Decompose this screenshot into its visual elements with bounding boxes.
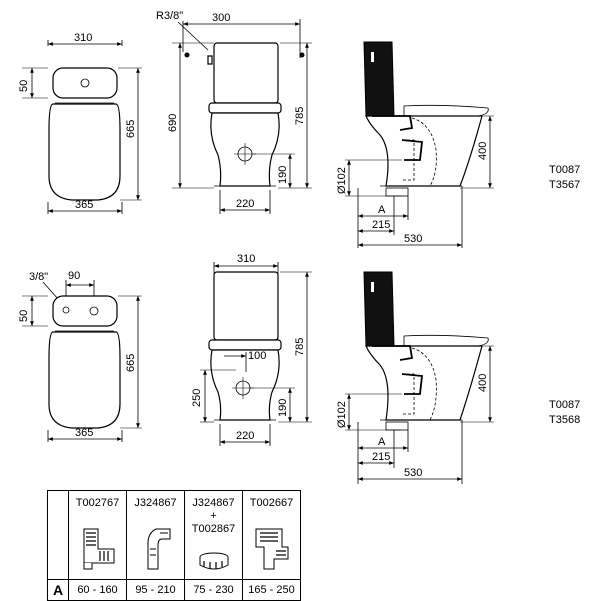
connector-cell: J324867 + T002867 — [184, 490, 243, 580]
flexible-connector-long-icon — [255, 528, 289, 570]
front-top-outlet-height: 190 — [277, 166, 289, 184]
connector-cell: T002767 — [68, 490, 127, 580]
front-bottom-inlet-offset: 100 — [248, 350, 266, 362]
pan-connector-table: T002767 J324867 J324867 + T002867 — [47, 490, 301, 601]
plan-top-width-bottom: 365 — [75, 199, 93, 211]
range-cell: 75 - 230 — [184, 579, 243, 601]
product-codes-bottom: T0087 T3568 — [549, 398, 580, 428]
front-bottom-height-right: 785 — [294, 338, 306, 356]
row-label-a: A — [47, 579, 69, 601]
plan-view-top: 310 50 665 365 — [18, 32, 142, 214]
side-top-seat-height: 400 — [477, 142, 489, 160]
side-top-depth: 530 — [404, 233, 422, 245]
table-row: A 60 - 160 95 - 210 75 - 230 165 - 250 — [47, 579, 301, 601]
product-code: T0087 — [549, 164, 581, 176]
front-top-inlet-width: 300 — [212, 12, 230, 24]
side-bottom-adj-label: A — [378, 436, 386, 448]
connector-code: T002667 — [249, 497, 294, 509]
front-top-height-right: 785 — [294, 107, 306, 125]
range-cell: 60 - 160 — [68, 579, 127, 601]
connector-code: J324867 + T002867 — [191, 497, 236, 535]
front-bottom-width-top: 310 — [237, 253, 255, 265]
plan-bottom-width-bottom: 365 — [75, 427, 93, 439]
connector-cell: J324867 — [126, 490, 185, 580]
plan-top-length: 665 — [125, 120, 137, 138]
plan-bottom-inlet-offset: 90 — [68, 270, 80, 282]
product-code: T0087 — [549, 399, 581, 411]
table-row: T002767 J324867 J324867 + T002867 — [47, 490, 301, 580]
flexible-connector-icon — [83, 528, 115, 570]
front-top-base-width: 220 — [236, 198, 254, 210]
plan-top-tank-depth: 50 — [18, 80, 30, 92]
connector-code: T002767 — [75, 497, 120, 509]
product-codes-top: T0087 T3567 — [549, 163, 580, 193]
front-bottom-outlet-height: 190 — [277, 399, 289, 417]
side-view-bottom: Ø102 400 A 215 530 — [336, 271, 494, 484]
side-bottom-depth: 530 — [404, 467, 422, 479]
side-top-adj-label: A — [378, 204, 386, 216]
range-cell: 95 - 210 — [126, 579, 185, 601]
plan-bottom-inlet-label: 3/8" — [29, 271, 48, 283]
side-view-top: Ø102 400 A 215 530 — [336, 41, 494, 248]
side-top-offset: 215 — [372, 219, 390, 231]
side-top-outlet-diameter: Ø102 — [336, 167, 348, 194]
front-view-bottom: 310 100 250 785 190 220 — [191, 253, 312, 446]
side-bottom-outlet-diameter: Ø102 — [336, 401, 348, 428]
side-bottom-offset: 215 — [372, 451, 390, 463]
bend-connector-icon — [147, 528, 171, 570]
connector-cell: T002667 — [242, 490, 301, 580]
product-code: T3567 — [549, 179, 581, 191]
plan-view-bottom: 3/8" 90 50 665 365 — [18, 270, 142, 442]
front-bottom-inlet-height: 250 — [191, 389, 203, 407]
front-view-top: R3/8" 300 690 785 190 220 — [156, 10, 312, 214]
plan-bottom-tank-depth: 50 — [18, 310, 30, 322]
pan-collar-icon — [199, 552, 229, 570]
front-bottom-base-width: 220 — [236, 430, 254, 442]
front-top-inlet-label: R3/8" — [156, 10, 183, 22]
product-code: T3568 — [549, 414, 581, 426]
side-bottom-seat-height: 400 — [477, 374, 489, 392]
range-cell: 165 - 250 — [242, 579, 301, 601]
front-top-height-total: 690 — [167, 114, 179, 132]
plan-top-width-top: 310 — [74, 32, 92, 44]
plan-bottom-length: 665 — [125, 354, 137, 372]
connector-code: J324867 — [134, 497, 177, 509]
